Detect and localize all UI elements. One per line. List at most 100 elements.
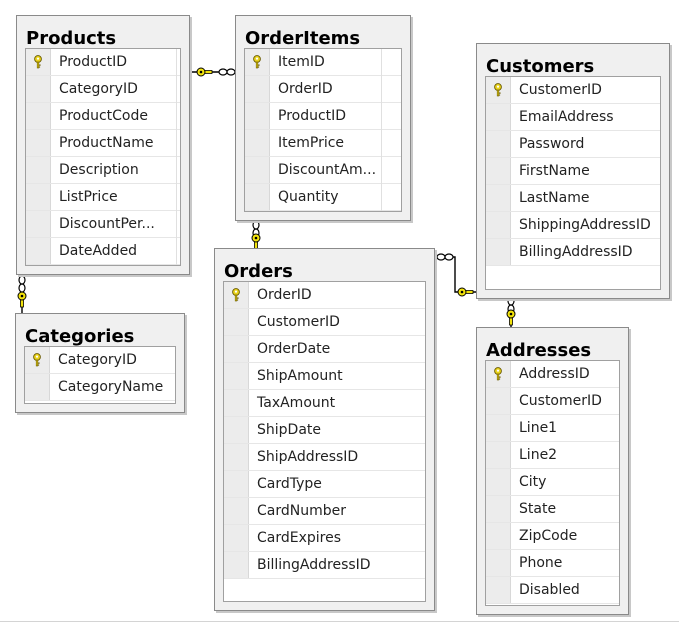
row-selector[interactable] [245, 76, 270, 102]
column-row-addresses[interactable]: ZipCode [486, 523, 619, 550]
relationship-line[interactable] [435, 256, 476, 293]
row-selector[interactable] [224, 498, 249, 524]
row-selector[interactable] [486, 131, 511, 157]
column-row-products[interactable]: ProductName [26, 130, 180, 157]
row-selector[interactable] [25, 347, 50, 373]
row-selector[interactable] [26, 238, 51, 264]
row-selector[interactable] [486, 104, 511, 130]
column-row-products[interactable]: ListPrice [26, 184, 180, 211]
column-row-orderitems[interactable]: OrderID [245, 76, 401, 103]
row-selector[interactable] [486, 185, 511, 211]
table-title-orders: Orders [224, 261, 293, 282]
row-selector[interactable] [486, 550, 511, 576]
column-row-orderitems[interactable]: ItemPrice [245, 130, 401, 157]
row-selector[interactable] [224, 471, 249, 497]
row-selector[interactable] [486, 577, 511, 603]
infinity-connector-icon [218, 68, 236, 76]
column-row-customers[interactable]: Password [486, 131, 660, 158]
row-selector[interactable] [26, 103, 51, 129]
row-selector[interactable] [245, 103, 270, 129]
column-row-products[interactable]: ProductCode [26, 103, 180, 130]
row-selector[interactable] [486, 77, 511, 103]
column-row-orders[interactable]: CardNumber [224, 498, 425, 525]
row-selector[interactable] [26, 184, 51, 210]
column-row-addresses[interactable]: CustomerID [486, 388, 619, 415]
column-row-addresses[interactable]: City [486, 469, 619, 496]
row-selector[interactable] [245, 130, 270, 156]
row-selector[interactable] [245, 49, 270, 75]
column-row-customers[interactable]: BillingAddressID [486, 239, 660, 266]
column-row-customers[interactable]: FirstName [486, 158, 660, 185]
column-row-addresses[interactable]: Line2 [486, 442, 619, 469]
row-selector[interactable] [224, 525, 249, 551]
row-selector[interactable] [224, 336, 249, 362]
column-row-addresses[interactable]: Disabled [486, 577, 619, 604]
row-selector[interactable] [486, 212, 511, 238]
row-selector[interactable] [25, 374, 50, 400]
column-row-orderitems[interactable]: DiscountAm... [245, 157, 401, 184]
column-row-customers[interactable]: ShippingAddressID [486, 212, 660, 239]
row-selector[interactable] [26, 130, 51, 156]
row-selector[interactable] [224, 390, 249, 416]
row-selector[interactable] [224, 309, 249, 335]
row-selector[interactable] [26, 49, 51, 75]
column-row-orders[interactable]: ShipDate [224, 417, 425, 444]
row-selector[interactable] [486, 469, 511, 495]
column-row-customers[interactable]: EmailAddress [486, 104, 660, 131]
row-selector[interactable] [486, 415, 511, 441]
row-selector[interactable] [26, 157, 51, 183]
row-selector[interactable] [224, 363, 249, 389]
row-selector[interactable] [26, 211, 51, 237]
column-row-addresses[interactable]: Line1 [486, 415, 619, 442]
row-selector[interactable] [486, 442, 511, 468]
column-row-orders[interactable]: OrderID [224, 282, 425, 309]
row-selector[interactable] [486, 523, 511, 549]
key-icon [34, 55, 42, 69]
row-selector[interactable] [486, 361, 511, 387]
column-row-orderitems[interactable]: ProductID [245, 103, 401, 130]
column-row-orders[interactable]: CustomerID [224, 309, 425, 336]
column-row-categories[interactable]: CategoryID [25, 347, 175, 374]
row-selector[interactable] [486, 496, 511, 522]
column-row-products[interactable]: DiscountPer... [26, 211, 180, 238]
column-row-products[interactable]: Description [26, 157, 180, 184]
row-selector[interactable] [224, 282, 249, 308]
row-selector[interactable] [486, 239, 511, 265]
column-row-orders[interactable]: ShipAmount [224, 363, 425, 390]
row-selector[interactable] [224, 417, 249, 443]
row-selector[interactable] [224, 444, 249, 470]
column-row-orders[interactable]: ShipAddressID [224, 444, 425, 471]
column-row-orders[interactable]: CardType [224, 471, 425, 498]
column-row-products[interactable]: DateAdded [26, 238, 180, 265]
column-row-orders[interactable]: BillingAddressID [224, 552, 425, 579]
row-selector[interactable] [245, 157, 270, 183]
row-selector[interactable] [486, 388, 511, 414]
column-name: LastName [519, 190, 590, 206]
column-row-customers[interactable]: CustomerID [486, 77, 660, 104]
column-row-orders[interactable]: OrderDate [224, 336, 425, 363]
column-row-categories[interactable]: CategoryName [25, 374, 175, 401]
column-row-products[interactable]: CategoryID [26, 76, 180, 103]
column-row-orders[interactable]: TaxAmount [224, 390, 425, 417]
key-connector-icon [457, 287, 474, 297]
column-row-orderitems[interactable]: ItemID [245, 49, 401, 76]
row-selector[interactable] [486, 158, 511, 184]
column-row-addresses[interactable]: AddressID [486, 361, 619, 388]
column-row-products[interactable]: ProductID [26, 49, 180, 76]
column-row-customers[interactable]: LastName [486, 185, 660, 212]
column-row-addresses[interactable]: Phone [486, 550, 619, 577]
row-selector[interactable] [26, 76, 51, 102]
column-row-orderitems[interactable]: Quantity [245, 184, 401, 211]
column-name: CardExpires [257, 530, 342, 546]
row-selector[interactable] [224, 552, 249, 578]
row-selector[interactable] [245, 184, 270, 210]
column-row-addresses[interactable]: State [486, 496, 619, 523]
column-row-orders[interactable]: CardExpires [224, 525, 425, 552]
